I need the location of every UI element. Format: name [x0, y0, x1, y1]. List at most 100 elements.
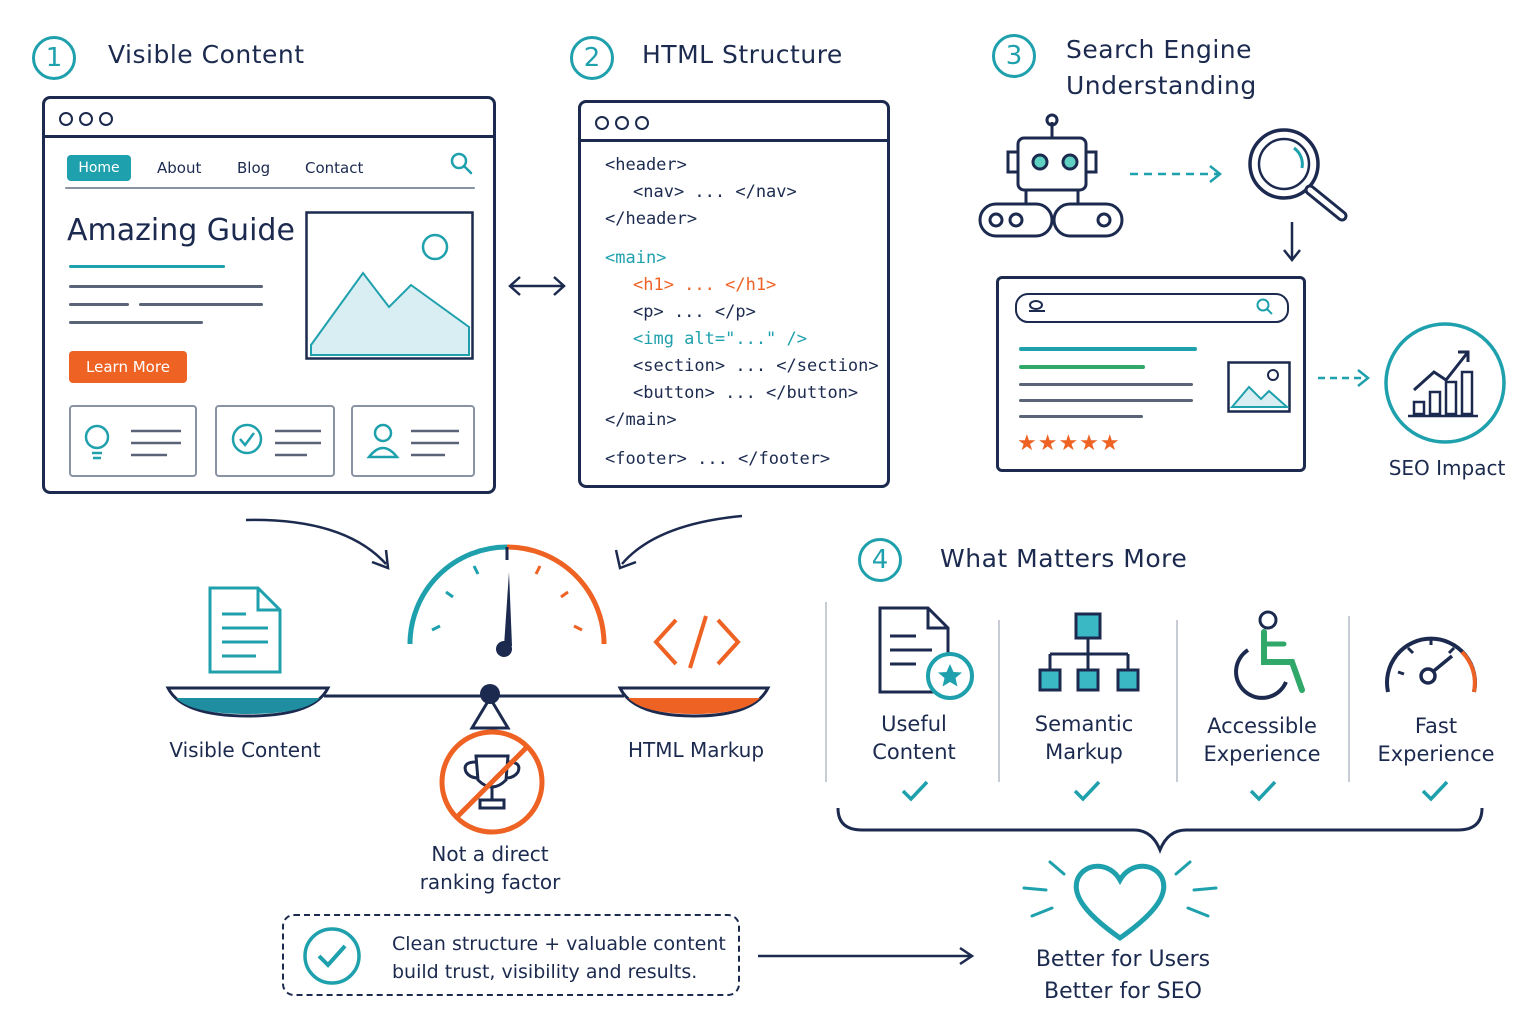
- dashed-arrow-icon: [1130, 165, 1223, 183]
- result-url-line: [1019, 365, 1145, 369]
- search-icon: [1256, 298, 1273, 315]
- code-line: </main>: [605, 410, 677, 430]
- balance-scale-icon: [165, 684, 771, 730]
- grouping-brace: [836, 807, 1484, 855]
- check-circle-icon: [303, 927, 361, 985]
- code-window: <header> <nav> ... </nav> </header> <mai…: [578, 100, 890, 488]
- section-3-title-line: Understanding: [1066, 71, 1257, 100]
- down-arrow-icon: [1283, 222, 1301, 263]
- window-title-bar: [581, 103, 887, 142]
- not-factor-line: Not a direct: [431, 842, 549, 866]
- code-line: <button> ... </button>: [633, 383, 859, 403]
- section-2-title: HTML Structure: [642, 40, 843, 69]
- speedometer-icon: [1385, 636, 1477, 693]
- result-title-line: [1019, 347, 1197, 351]
- step-4-badge: 4: [858, 538, 902, 582]
- text-line: [69, 285, 263, 288]
- double-arrow-icon: [508, 276, 566, 296]
- result-text-line: [1019, 399, 1193, 402]
- result-thumbnail-icon: [1227, 361, 1291, 413]
- window-dot-icon: [615, 116, 629, 130]
- code-line: <footer> ... </footer>: [605, 449, 831, 469]
- learn-more-button[interactable]: Learn More: [69, 351, 187, 383]
- hero-image-icon: [305, 211, 474, 360]
- code-line: <nav> ... </nav>: [633, 182, 797, 202]
- hierarchy-icon: [1038, 612, 1140, 692]
- matter-label-line: Accessible: [1207, 714, 1317, 738]
- checkmark-icon: [901, 780, 929, 802]
- curved-arrow-icon: [245, 518, 390, 570]
- matter-label-line: Semantic: [1034, 712, 1134, 736]
- check-circle-icon: [231, 423, 321, 457]
- summary-box: Clean structure + valuable content build…: [282, 914, 740, 996]
- code-line: <main>: [605, 248, 667, 268]
- heading-underline: [69, 265, 225, 268]
- matter-fast-experience: Fast Experience: [1366, 712, 1506, 768]
- search-bar-icon: [1029, 300, 1045, 312]
- document-star-icon: [878, 606, 974, 700]
- checkmark-icon: [1421, 780, 1449, 802]
- step-2-badge: 2: [570, 36, 614, 80]
- window-title-bar: [45, 99, 493, 138]
- scale-right-label: HTML Markup: [627, 738, 765, 762]
- summary-line: build trust, visibility and results.: [392, 961, 698, 983]
- seo-growth-icon: [1384, 322, 1506, 444]
- document-icon: [208, 586, 282, 674]
- outcome-line: Better for SEO: [1044, 979, 1202, 1004]
- code-line: <p> ... </p>: [633, 302, 756, 322]
- seo-impact-label: SEO Impact: [1388, 456, 1506, 480]
- text-line: [139, 303, 263, 306]
- matter-label-line: Content: [872, 740, 956, 764]
- code-line: </header>: [605, 209, 698, 229]
- checkmark-icon: [1073, 780, 1101, 802]
- gauge-icon: [407, 544, 607, 657]
- feature-card: [351, 405, 475, 477]
- page-heading: Amazing Guide: [67, 213, 295, 248]
- not-ranking-factor-label: Not a direct ranking factor: [400, 840, 580, 896]
- code-line: <h1> ... </h1>: [633, 275, 777, 295]
- matter-semantic-markup: Semantic Markup: [1014, 710, 1154, 766]
- no-trophy-icon: [439, 729, 545, 835]
- matter-label-line: Experience: [1203, 742, 1321, 766]
- dashed-arrow-icon: [1318, 369, 1371, 387]
- window-dot-icon: [99, 112, 113, 126]
- summary-text: Clean structure + valuable content build…: [392, 930, 726, 986]
- nav-about[interactable]: About: [157, 159, 202, 177]
- matter-label-line: Useful: [881, 712, 947, 736]
- wheelchair-icon: [1234, 610, 1305, 700]
- feature-card: [69, 405, 197, 477]
- code-tag-icon: [653, 615, 741, 669]
- matter-label-line: Experience: [1377, 742, 1495, 766]
- matter-label-line: Fast: [1414, 714, 1458, 738]
- text-line: [69, 321, 203, 324]
- search-icon[interactable]: [449, 151, 475, 177]
- window-dot-icon: [79, 112, 93, 126]
- code-line: <header>: [605, 155, 687, 175]
- column-divider: [1176, 620, 1178, 782]
- window-dot-icon: [635, 116, 649, 130]
- nav-blog[interactable]: Blog: [237, 159, 271, 177]
- code-line: <section> ... </section>: [633, 356, 879, 376]
- nav-contact[interactable]: Contact: [305, 159, 364, 177]
- nav-divider: [65, 187, 475, 189]
- not-factor-line: ranking factor: [419, 870, 561, 894]
- curved-arrow-icon: [614, 514, 743, 570]
- matter-useful-content: Useful Content: [844, 710, 984, 766]
- section-3-title-line: Search Engine: [1066, 35, 1253, 64]
- heart-icon: [1022, 860, 1218, 942]
- window-dot-icon: [59, 112, 73, 126]
- magnifier-icon: [1248, 128, 1348, 222]
- scale-left-label: Visible Content: [169, 738, 321, 762]
- search-results-window: ★★★★★: [996, 276, 1306, 472]
- website-mockup-window: Home About Blog Contact Amazing Guide Le…: [42, 96, 496, 494]
- matter-label-line: Markup: [1045, 740, 1123, 764]
- nav-home[interactable]: Home: [67, 155, 131, 181]
- crawler-robot-icon: [978, 113, 1124, 238]
- text-line: [69, 303, 129, 306]
- result-text-line: [1019, 383, 1193, 386]
- code-line: <img alt="..." />: [633, 329, 807, 349]
- section-1-title: Visible Content: [108, 40, 305, 69]
- column-divider: [825, 602, 827, 782]
- user-icon: [366, 423, 459, 459]
- column-divider: [998, 620, 1000, 782]
